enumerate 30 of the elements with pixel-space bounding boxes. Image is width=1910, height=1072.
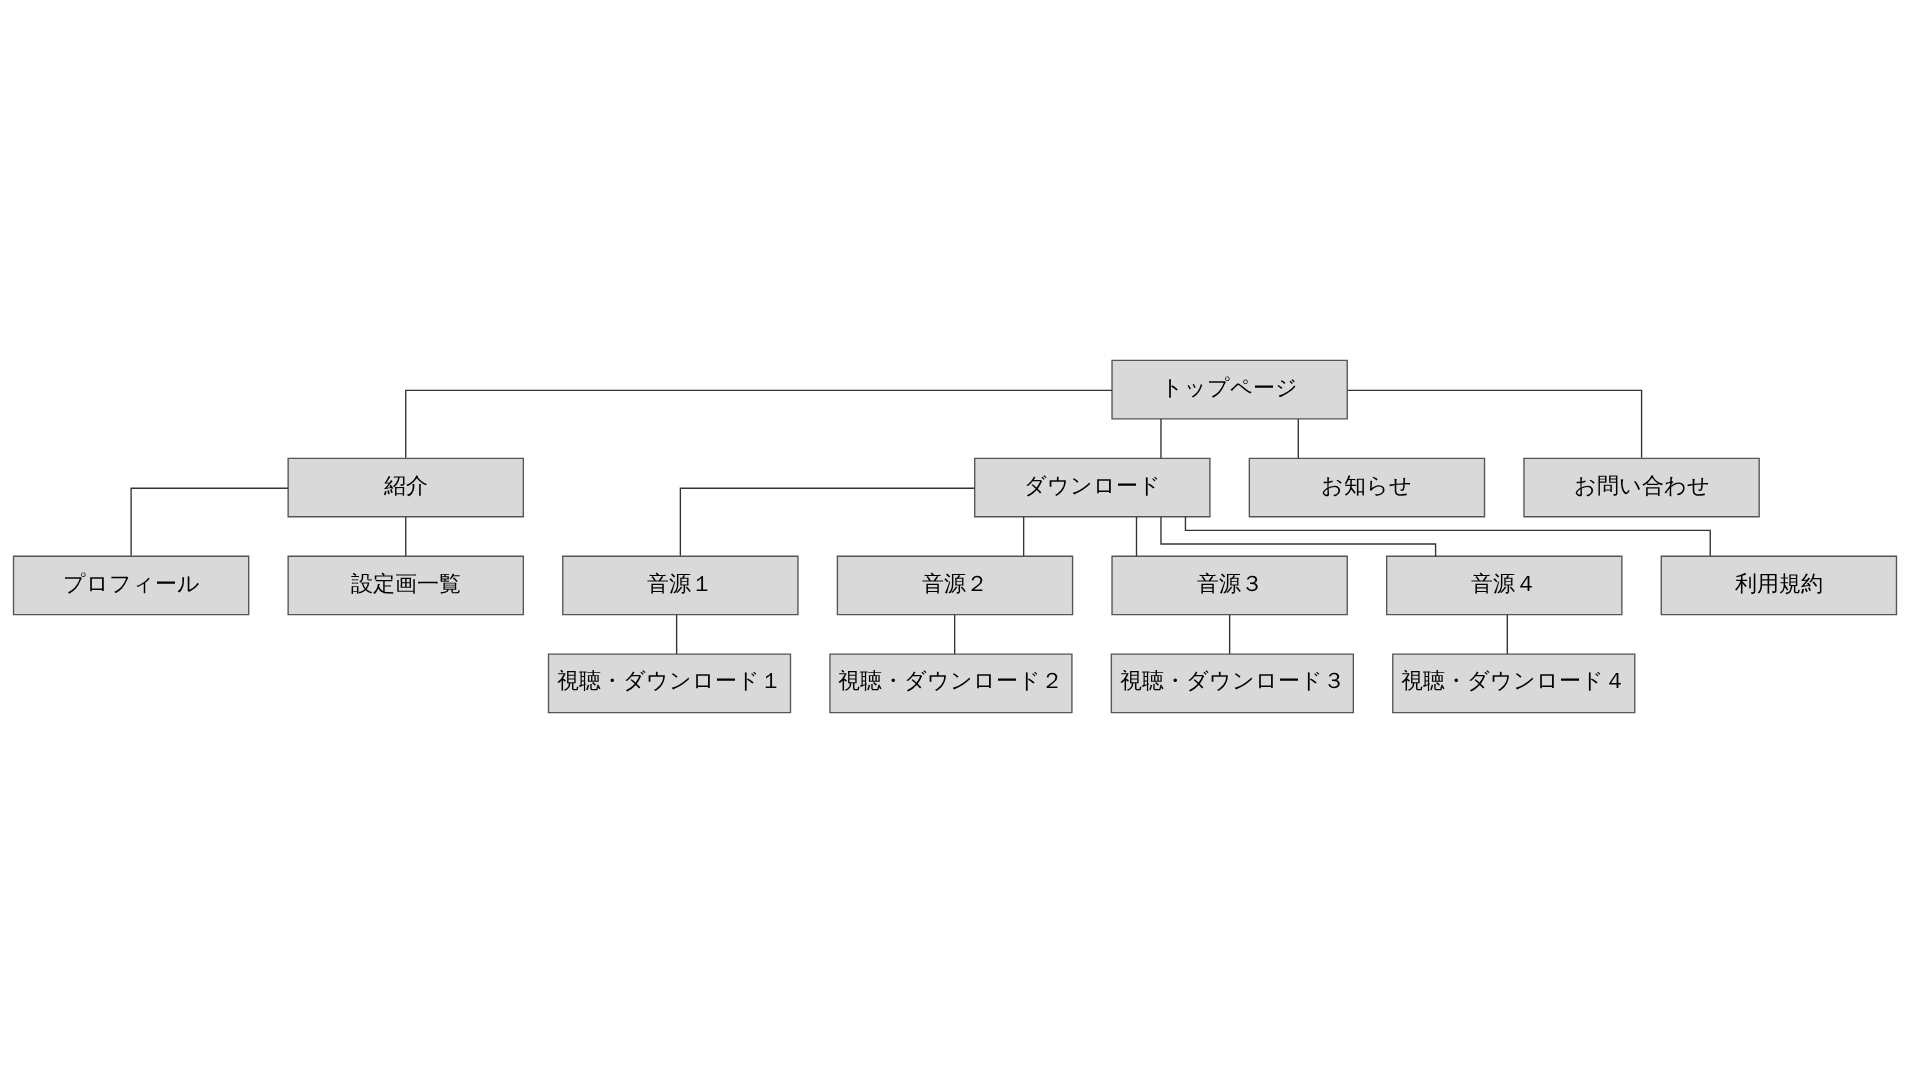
- node-box: お問い合わせ: [1523, 457, 1760, 517]
- node-box: お知らせ: [1248, 457, 1486, 517]
- node-box: 視聴・ダウンロード４: [1392, 652, 1636, 713]
- connector: [675, 613, 678, 655]
- connector: [405, 389, 1113, 459]
- connector: [954, 613, 956, 655]
- connector: [679, 487, 975, 556]
- connector: [1160, 515, 1437, 557]
- connector: [1506, 613, 1508, 655]
- connector: [1347, 389, 1643, 459]
- node-box: 紹介: [287, 457, 524, 517]
- connector: [1023, 515, 1025, 557]
- node-box: 視聴・ダウンロード３: [1110, 652, 1355, 713]
- connector: [1160, 417, 1162, 459]
- node-box: トップページ: [1111, 359, 1348, 420]
- node-box: 視聴・ダウンロード１: [547, 652, 792, 713]
- connector: [1297, 417, 1299, 459]
- connector: [405, 515, 407, 557]
- connector: [1228, 613, 1231, 655]
- node-box: 視聴・ダウンロード２: [829, 652, 1073, 713]
- node-box: ダウンロード: [974, 457, 1211, 517]
- node-box: 音源４: [1386, 555, 1623, 615]
- node-box: プロフィール: [12, 555, 250, 615]
- connector: [1135, 515, 1138, 557]
- node-box: 音源１: [562, 555, 799, 615]
- node-box: 音源３: [1111, 555, 1348, 615]
- node-box: 音源２: [836, 555, 1074, 615]
- node-box: 利用規約: [1660, 555, 1898, 615]
- node-box: 設定画一覧: [287, 555, 524, 615]
- connector: [130, 487, 289, 556]
